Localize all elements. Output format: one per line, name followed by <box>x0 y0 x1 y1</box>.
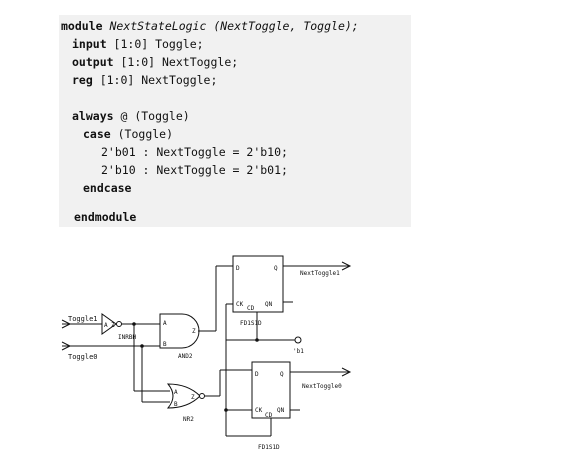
inv-pin-a: A <box>104 322 108 329</box>
ff-bot-pin-ck: CK <box>255 407 263 414</box>
nor-gate: A B Z NR2 <box>166 383 205 423</box>
and-pin-a: A <box>163 320 167 327</box>
input-label-toggle0: Toggle0 <box>68 353 98 361</box>
code-line-module: module NextStateLogic (NextToggle, Toggl… <box>61 19 359 33</box>
ff-top-label: FD1S1D <box>240 320 262 327</box>
verilog-code-block: module NextStateLogic (NextToggle, Toggl… <box>59 15 411 227</box>
output-label-nexttoggle1: NextToggle1 <box>300 270 340 277</box>
ff-top-pin-qn: QN <box>265 301 273 308</box>
and-gate: A B Z AND2 <box>159 313 200 360</box>
const-b1-label: 'b1 <box>293 348 304 355</box>
flip-flop-bottom: D Q CK CD QN FD1S1D <box>251 361 291 451</box>
input-label-toggle1: Toggle1 <box>68 315 98 323</box>
ff-bot-pin-qn: QN <box>277 407 285 414</box>
nor-pin-a: A <box>174 389 178 396</box>
code-line-reg: reg [1:0] NextToggle; <box>72 73 218 87</box>
code-line-input: input [1:0] Toggle; <box>72 37 204 51</box>
ff-top-pin-d: D <box>236 265 240 272</box>
ff-bot-pin-q: Q <box>280 371 284 378</box>
inv-pin-z: Z <box>111 322 115 329</box>
nor-label: NR2 <box>183 416 194 423</box>
ff-bot-label: FD1S1D <box>258 444 280 451</box>
code-line-endmodule: endmodule <box>74 210 137 224</box>
code-line-case-item-2: 2'b10 : NextToggle = 2'b01; <box>101 163 288 177</box>
code-line-case-item-1: 2'b01 : NextToggle = 2'b10; <box>101 145 288 159</box>
flip-flop-top: D Q CK CD QN FD1S1D <box>232 255 284 327</box>
code-line-output: output [1:0] NextToggle; <box>72 55 239 69</box>
output-label-nexttoggle0: NextToggle0 <box>302 383 342 390</box>
ff-top-pin-q: Q <box>274 265 278 272</box>
inv-label: INRBH <box>118 334 136 341</box>
nor-pin-z: Z <box>191 394 195 401</box>
input-toggle1: Toggle1 <box>61 315 102 329</box>
and-pin-z: Z <box>192 328 196 335</box>
ff-top-pin-ck: CK <box>236 301 244 308</box>
ff-bot-pin-cd: CD <box>265 412 273 419</box>
ff-bot-pin-d: D <box>255 371 259 378</box>
input-toggle0: Toggle0 <box>61 341 142 361</box>
code-line-endcase: endcase <box>83 181 132 195</box>
nor-pin-b: B <box>174 401 178 408</box>
and-label: AND2 <box>178 353 193 360</box>
gate-schematic: Toggle1 Toggle0 A Z INRBH A B Z AND2 A B… <box>61 255 352 451</box>
ff-top-pin-cd: CD <box>247 305 255 312</box>
and-pin-b: B <box>163 341 167 348</box>
inverter-gate: A Z INRBH <box>101 313 136 341</box>
code-line-always: always @ (Toggle) <box>72 109 190 123</box>
code-line-case: case (Toggle) <box>83 127 174 141</box>
